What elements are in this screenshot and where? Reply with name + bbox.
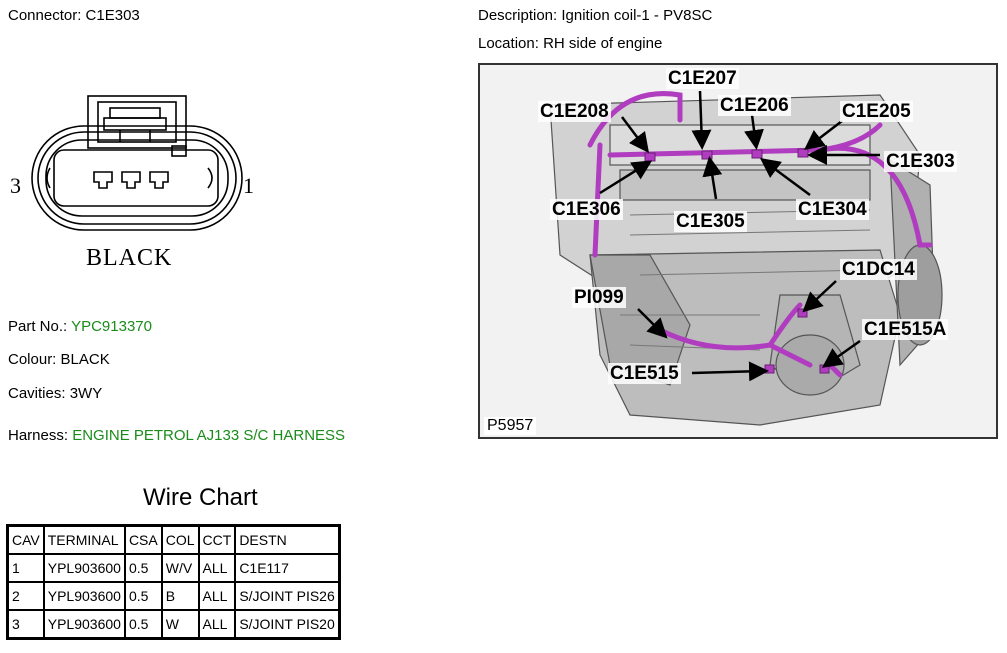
callout-c1e205: C1E205: [840, 101, 913, 122]
header-cct: CCT: [197, 524, 237, 555]
cell-col: B: [160, 581, 200, 611]
callout-c1e304: C1E304: [796, 199, 869, 220]
colour-label: Colour:: [8, 351, 57, 368]
engine-location-figure: C1E207 C1E208 C1E206 C1E205 C1E303 C1E30…: [478, 63, 998, 439]
callout-c1e306: C1E306: [550, 199, 623, 220]
callout-c1e515: C1E515: [608, 363, 681, 384]
header-cav: CAV: [6, 524, 45, 555]
cell-cct: ALL: [197, 609, 237, 640]
connector-label: Connector:: [8, 7, 82, 24]
figure-id: P5957: [484, 417, 537, 435]
cavities-row: Cavities: 3WY: [8, 385, 102, 402]
header-destn: DESTN: [234, 524, 341, 555]
cell-terminal: YPL903600: [42, 581, 126, 611]
callout-c1e515a: C1E515A: [862, 319, 949, 340]
header-col: COL: [160, 524, 200, 555]
callout-pi099: PI099: [572, 287, 626, 308]
harness-value: ENGINE PETROL AJ133 S/C HARNESS: [72, 427, 346, 444]
connector-face-diagram: [31, 95, 243, 231]
description-value: Ignition coil-1 - PV8SC: [561, 7, 713, 24]
wire-chart-header-row: CAV TERMINAL CSA COL CCT DESTN: [6, 524, 341, 555]
wire-chart-title: Wire Chart: [143, 484, 258, 511]
cell-destn: C1E117: [234, 553, 341, 583]
callout-c1e305: C1E305: [674, 211, 747, 232]
header-terminal: TERMINAL: [42, 524, 126, 555]
cell-col: W/V: [160, 553, 200, 583]
cell-terminal: YPL903600: [42, 609, 126, 640]
description-row: Description: Ignition coil-1 - PV8SC: [478, 7, 712, 24]
part-no-label: Part No.:: [8, 318, 68, 335]
cavities-value: 3WY: [69, 385, 103, 402]
wire-chart-table: CAV TERMINAL CSA COL CCT DESTN 1 YPL9036…: [6, 524, 341, 640]
location-row: Location: RH side of engine: [478, 35, 662, 52]
cell-col: W: [160, 609, 200, 640]
connector-heading: Connector: C1E303: [8, 7, 140, 24]
table-row: 2 YPL903600 0.5 B ALL S/JOINT PIS26: [6, 581, 341, 611]
cell-terminal: YPL903600: [42, 553, 126, 583]
cell-cct: ALL: [197, 581, 237, 611]
cell-cav: 2: [6, 581, 45, 611]
cell-destn: S/JOINT PIS26: [234, 581, 341, 611]
colour-value: BLACK: [60, 351, 110, 368]
callout-c1e207: C1E207: [666, 68, 739, 89]
cell-cav: 1: [6, 553, 45, 583]
harness-label: Harness:: [8, 427, 69, 444]
cavity-3-label: 3: [10, 173, 21, 198]
cell-destn: S/JOINT PIS20: [234, 609, 341, 640]
callout-c1e206: C1E206: [718, 95, 791, 116]
location-value: RH side of engine: [543, 35, 663, 52]
cavities-label: Cavities:: [8, 385, 66, 402]
description-label: Description:: [478, 7, 558, 24]
callout-c1e208: C1E208: [538, 101, 611, 122]
location-label: Location:: [478, 35, 539, 52]
cell-csa: 0.5: [123, 609, 163, 640]
cell-cct: ALL: [197, 553, 237, 583]
cell-cav: 3: [6, 609, 45, 640]
cell-csa: 0.5: [123, 581, 163, 611]
header-csa: CSA: [123, 524, 163, 555]
cell-csa: 0.5: [123, 553, 163, 583]
connector-id: C1E303: [85, 7, 140, 24]
harness-row: Harness: ENGINE PETROL AJ133 S/C HARNESS: [8, 427, 345, 444]
part-no-row: Part No.: YPC913370: [8, 318, 152, 335]
part-no-value: YPC913370: [71, 318, 152, 335]
callout-c1dc14: C1DC14: [840, 259, 917, 280]
callout-c1e303: C1E303: [884, 151, 957, 172]
colour-row: Colour: BLACK: [8, 351, 110, 368]
cavity-1-label: 1: [243, 173, 254, 198]
table-row: 3 YPL903600 0.5 W ALL S/JOINT PIS20: [6, 609, 341, 640]
table-row: 1 YPL903600 0.5 W/V ALL C1E117: [6, 553, 341, 583]
connector-color-label: BLACK: [86, 245, 173, 271]
